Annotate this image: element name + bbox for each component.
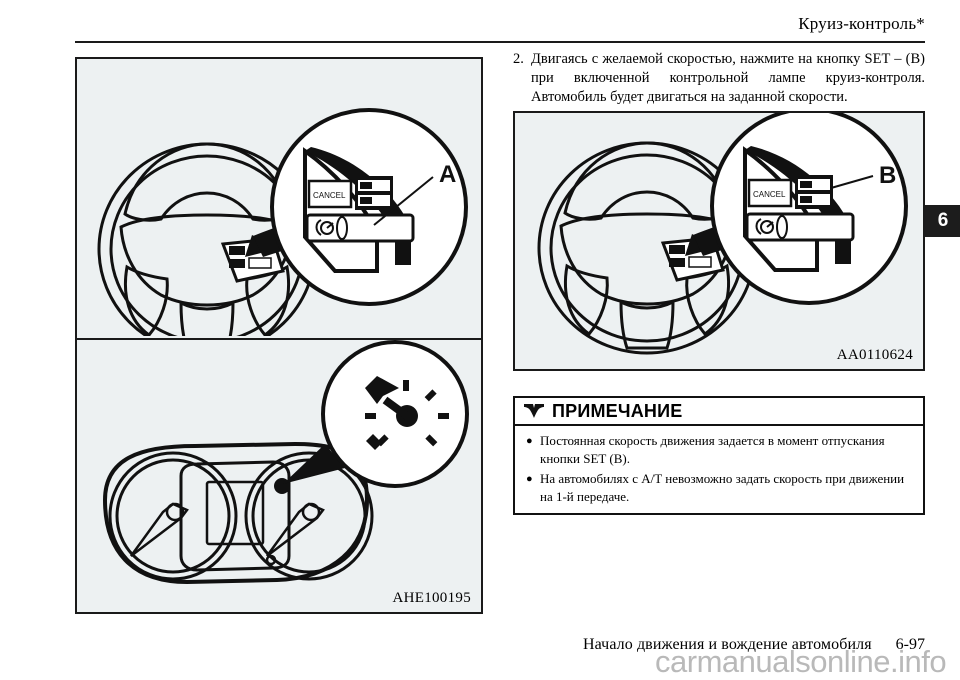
chapter-tab-6: 6 <box>920 205 960 237</box>
instruction-line-1: Двигаясь с желаемой скоростью, нажмите н… <box>531 51 902 67</box>
open-book-icon <box>524 404 544 418</box>
page-title: Круиз-контроль* <box>798 14 925 33</box>
note-item-line-2: на 1-й передаче. <box>540 488 630 504</box>
steering-wheel-illustration-a: CANCEL A <box>97 108 468 336</box>
figure-panel-left: CANCEL A <box>75 57 483 614</box>
instruction-line-2: (B) при включенной контрольной лампе кру… <box>531 51 926 86</box>
instruction-number: 2. <box>513 51 524 67</box>
instrument-cluster-illustration <box>102 340 469 585</box>
note-item-line-1: Постоянная скорость движения задается в … <box>540 433 885 448</box>
note-item: ● На автомобилях с A/T невозможно задать… <box>525 470 913 505</box>
note-title: ПРИМЕЧАНИЕ <box>552 401 683 421</box>
note-box: ПРИМЕЧАНИЕ ● Постоянная скорость движени… <box>513 396 925 515</box>
steering-wheel-illustration-b: CANCEL B <box>537 113 908 355</box>
note-header: ПРИМЕЧАНИЕ <box>515 398 923 426</box>
footer-page-number: 6-97 <box>895 636 925 653</box>
figure-code-right: AA0110624 <box>836 347 913 363</box>
callout-label-b: B <box>879 162 896 189</box>
note-body: ● Постоянная скорость движения задается … <box>515 426 923 513</box>
bullet-icon: ● <box>526 473 533 485</box>
cruise-control-symbol <box>365 376 449 450</box>
instruction-line-3: Автомобиль будет двигаться на заданной с… <box>531 89 848 105</box>
cancel-button-label-b: CANCEL <box>753 190 786 199</box>
callout-label-a: A <box>439 161 456 188</box>
page-header: Круиз-контроль* <box>75 14 925 34</box>
watermark: carmanualsonline.info <box>655 644 947 679</box>
page-footer: Начало движения и вождение автомобиля 6-… <box>75 636 925 654</box>
cancel-button-label: CANCEL <box>313 191 346 200</box>
note-item-line-1: На автомобилях с A/T невозможно задать с… <box>540 471 905 486</box>
note-item: ● Постоянная скорость движения задается … <box>525 432 913 467</box>
chapter-tab-number: 6 <box>937 210 949 231</box>
figure-code-left: AHE100195 <box>392 590 471 606</box>
header-divider <box>75 41 925 43</box>
panel-divider <box>77 338 481 340</box>
instruction-step-2: 2. Двигаясь с желаемой скоростью, нажмит… <box>513 50 925 107</box>
note-item-line-2: кнопки SET (B). <box>540 450 630 466</box>
footer-section: Начало движения и вождение автомобиля <box>582 636 872 653</box>
bullet-icon: ● <box>526 435 533 447</box>
figure-panel-right: CANCEL B AA0110624 <box>513 111 925 371</box>
